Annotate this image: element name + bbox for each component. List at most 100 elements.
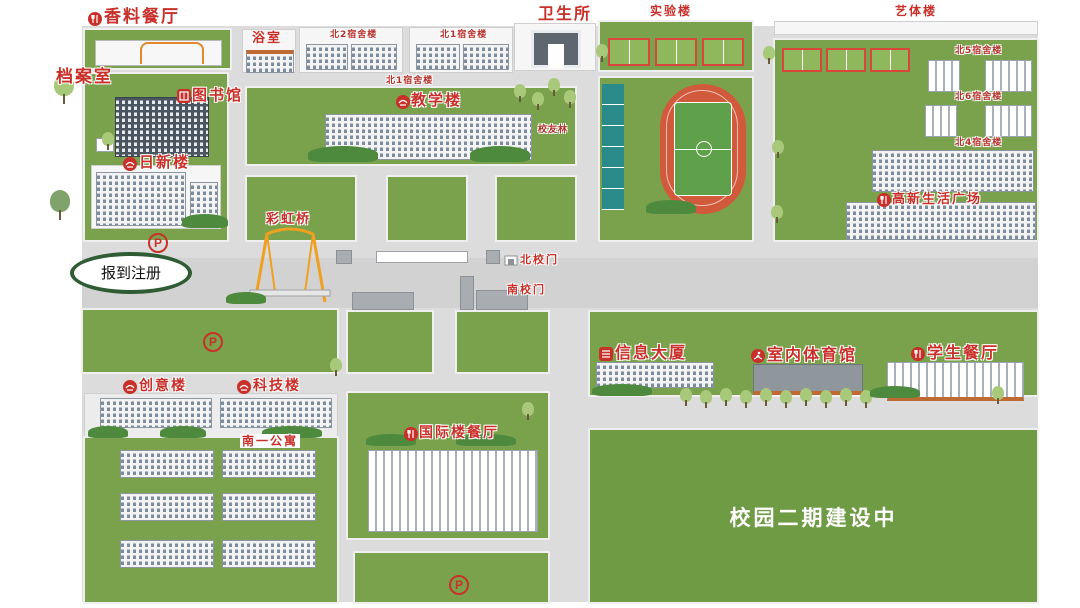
apartment-block-1 [120, 450, 214, 478]
east-center-lawn [497, 177, 575, 240]
south-gate-building-a [352, 292, 414, 310]
bridge-arch-inner [266, 233, 314, 293]
bush [456, 434, 516, 446]
north-gate-pillar-left [336, 250, 352, 264]
teaching-building [325, 114, 532, 160]
tree [840, 388, 852, 406]
apartment-block-2 [222, 450, 316, 478]
bush [182, 214, 228, 228]
register-button[interactable]: 报到注册 [70, 252, 192, 294]
north2-dorm-building-a [306, 44, 348, 70]
tree [771, 205, 783, 223]
rixin-building-label: 日新楼 [139, 153, 191, 171]
tree [992, 386, 1004, 404]
parking-icon: P [203, 332, 223, 352]
archives-label: 档案室 [56, 67, 113, 87]
restaurant-facade [140, 42, 204, 64]
north6-dorm-label: 北6宿舍楼 [955, 92, 1003, 102]
tree [820, 390, 832, 408]
tree [700, 390, 712, 408]
tree [564, 90, 576, 108]
alumni-grove-label: 校友林 [538, 125, 569, 135]
tree [740, 390, 752, 408]
gaoxin-plaza-label: 高新生活广场 [892, 192, 983, 207]
north2-dorm-building-b [351, 44, 397, 70]
north5-dorm-label: 北5宿舍楼 [955, 46, 1003, 56]
indoor-gym-label: 室内体育馆 [767, 345, 858, 364]
north6-dorm-building-a [925, 105, 957, 137]
rainbow-bridge [249, 227, 331, 303]
fork-knife-icon [877, 193, 891, 207]
lab-court-2 [655, 38, 697, 66]
library-label: 图书馆 [192, 86, 244, 104]
bush [870, 386, 920, 398]
north4-dorm-building [872, 150, 1034, 192]
school-icon [237, 380, 251, 394]
school-icon [123, 380, 137, 394]
student-restaurant-label: 学生餐厅 [927, 343, 1000, 362]
tree [102, 132, 114, 150]
north6-dorm-building-b [985, 105, 1032, 137]
phase2-construction-label: 校园二期建设中 [729, 506, 898, 530]
rainbow-bridge-label: 彩虹桥 [266, 212, 312, 227]
tree [330, 358, 342, 376]
north1-dorm-road-label: 北1宿舍楼 [386, 76, 434, 86]
tree [860, 390, 872, 408]
south-center-lawn-b [457, 312, 548, 372]
info-building-icon [599, 347, 613, 361]
international-restaurant-label: 国际楼餐厅 [419, 425, 499, 441]
tree [514, 84, 526, 102]
rixin-building [96, 172, 186, 226]
bush [592, 384, 652, 396]
north5-dorm-building-a [928, 60, 960, 92]
parking-icon: P [148, 233, 168, 253]
bush [366, 434, 416, 446]
north1-dorm-label: 北1宿舍楼 [440, 30, 488, 40]
north1-dorm-building-b [463, 44, 509, 70]
bush [160, 426, 206, 438]
north-gate-label: 北校门 [520, 253, 559, 266]
creative-building-label: 创意楼 [139, 378, 187, 394]
tree [50, 190, 70, 220]
tree [780, 390, 792, 408]
clinic-label: 卫生所 [538, 4, 593, 23]
arts-building-strip [775, 22, 1037, 34]
north-gate-pillar-right [486, 250, 500, 264]
fork-knife-icon [911, 347, 925, 361]
tree [800, 388, 812, 406]
bathhouse-label: 浴室 [252, 31, 283, 46]
south-center-lawn-a [348, 312, 432, 372]
info-tower-building [596, 362, 714, 388]
basketball-courts [602, 84, 624, 210]
east-court-3 [870, 48, 910, 72]
arts-sports-building-label: 艺体楼 [895, 4, 938, 18]
sports-icon [751, 349, 765, 363]
clinic-door [548, 44, 564, 68]
lab-building-label: 实验楼 [650, 4, 693, 18]
tree [596, 44, 608, 62]
apartment-block-5 [120, 540, 214, 568]
student-restaurant-building [887, 362, 1024, 401]
teaching-building-label: 教学楼 [411, 91, 463, 109]
tech-building [220, 398, 332, 428]
gate-icon [504, 255, 518, 266]
tree [720, 388, 732, 406]
apartment-block-3 [120, 493, 214, 521]
south-gate-building-b [476, 290, 528, 310]
school-icon [396, 95, 410, 109]
library-building [115, 97, 209, 157]
creative-building [100, 398, 212, 428]
apartment-block-6 [222, 540, 316, 568]
phase2-construction-area [590, 430, 1037, 602]
info-tower-label: 信息大厦 [615, 343, 688, 362]
tree [763, 46, 775, 64]
north-gate-wall [376, 251, 468, 263]
north2-dorm-label: 北2宿舍楼 [330, 30, 378, 40]
tree [532, 92, 544, 110]
international-restaurant-building [368, 450, 538, 532]
north1-dorm-building-a [416, 44, 460, 70]
spice-restaurant-label: 香料餐厅 [104, 7, 180, 27]
school-icon [123, 157, 137, 171]
south-gate-tower [460, 276, 474, 310]
bush [470, 146, 530, 162]
